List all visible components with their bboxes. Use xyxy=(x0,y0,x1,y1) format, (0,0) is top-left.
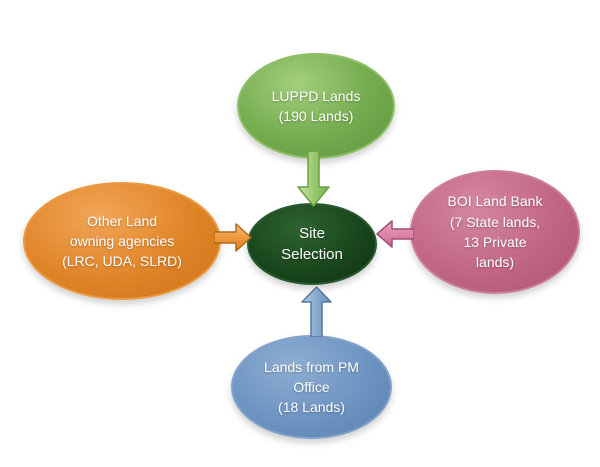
node-site-selection-line: Selection xyxy=(281,246,343,263)
arrow-pm-office-to-site-selection-icon xyxy=(301,286,332,337)
node-other-land-agencies-line: owning agencies xyxy=(69,232,175,249)
node-lands-from-pm-office: Lands from PM Office (18 Lands) xyxy=(231,335,392,439)
node-lands-from-pm-office-line: Office xyxy=(293,378,330,395)
node-other-land-agencies-line: (LRC, UDA, SLRD) xyxy=(62,253,182,270)
arrow-other-agencies-to-site-selection-icon xyxy=(214,223,252,252)
node-other-land-agencies: Other Land owning agencies (LRC, UDA, SL… xyxy=(23,182,221,300)
node-boi-land-bank-line: lands) xyxy=(475,254,515,271)
node-other-land-agencies-line: Other Land xyxy=(86,212,158,229)
node-luppd-lands-line: (190 Lands) xyxy=(278,108,354,124)
node-boi-land-bank-line: (7 State lands, xyxy=(449,213,541,230)
node-luppd-lands-line: LUPPD Lands xyxy=(271,87,361,104)
node-site-selection: Site Selection xyxy=(247,203,377,285)
node-lands-from-pm-office-line: (18 Lands) xyxy=(278,399,345,416)
arrow-boi-to-site-selection-icon xyxy=(376,220,414,248)
arrow-luppd-to-site-selection-icon xyxy=(297,151,330,207)
node-boi-land-bank-line: BOI Land Bank xyxy=(447,193,543,210)
node-boi-land-bank-line: 13 Private xyxy=(463,234,527,250)
node-boi-land-bank: BOI Land Bank (7 State lands, 13 Private… xyxy=(410,170,580,294)
node-lands-from-pm-office-line: Lands from PM xyxy=(264,358,359,375)
node-site-selection-line: Site xyxy=(299,225,325,242)
node-luppd-lands: LUPPD Lands (190 Lands) xyxy=(237,53,395,159)
